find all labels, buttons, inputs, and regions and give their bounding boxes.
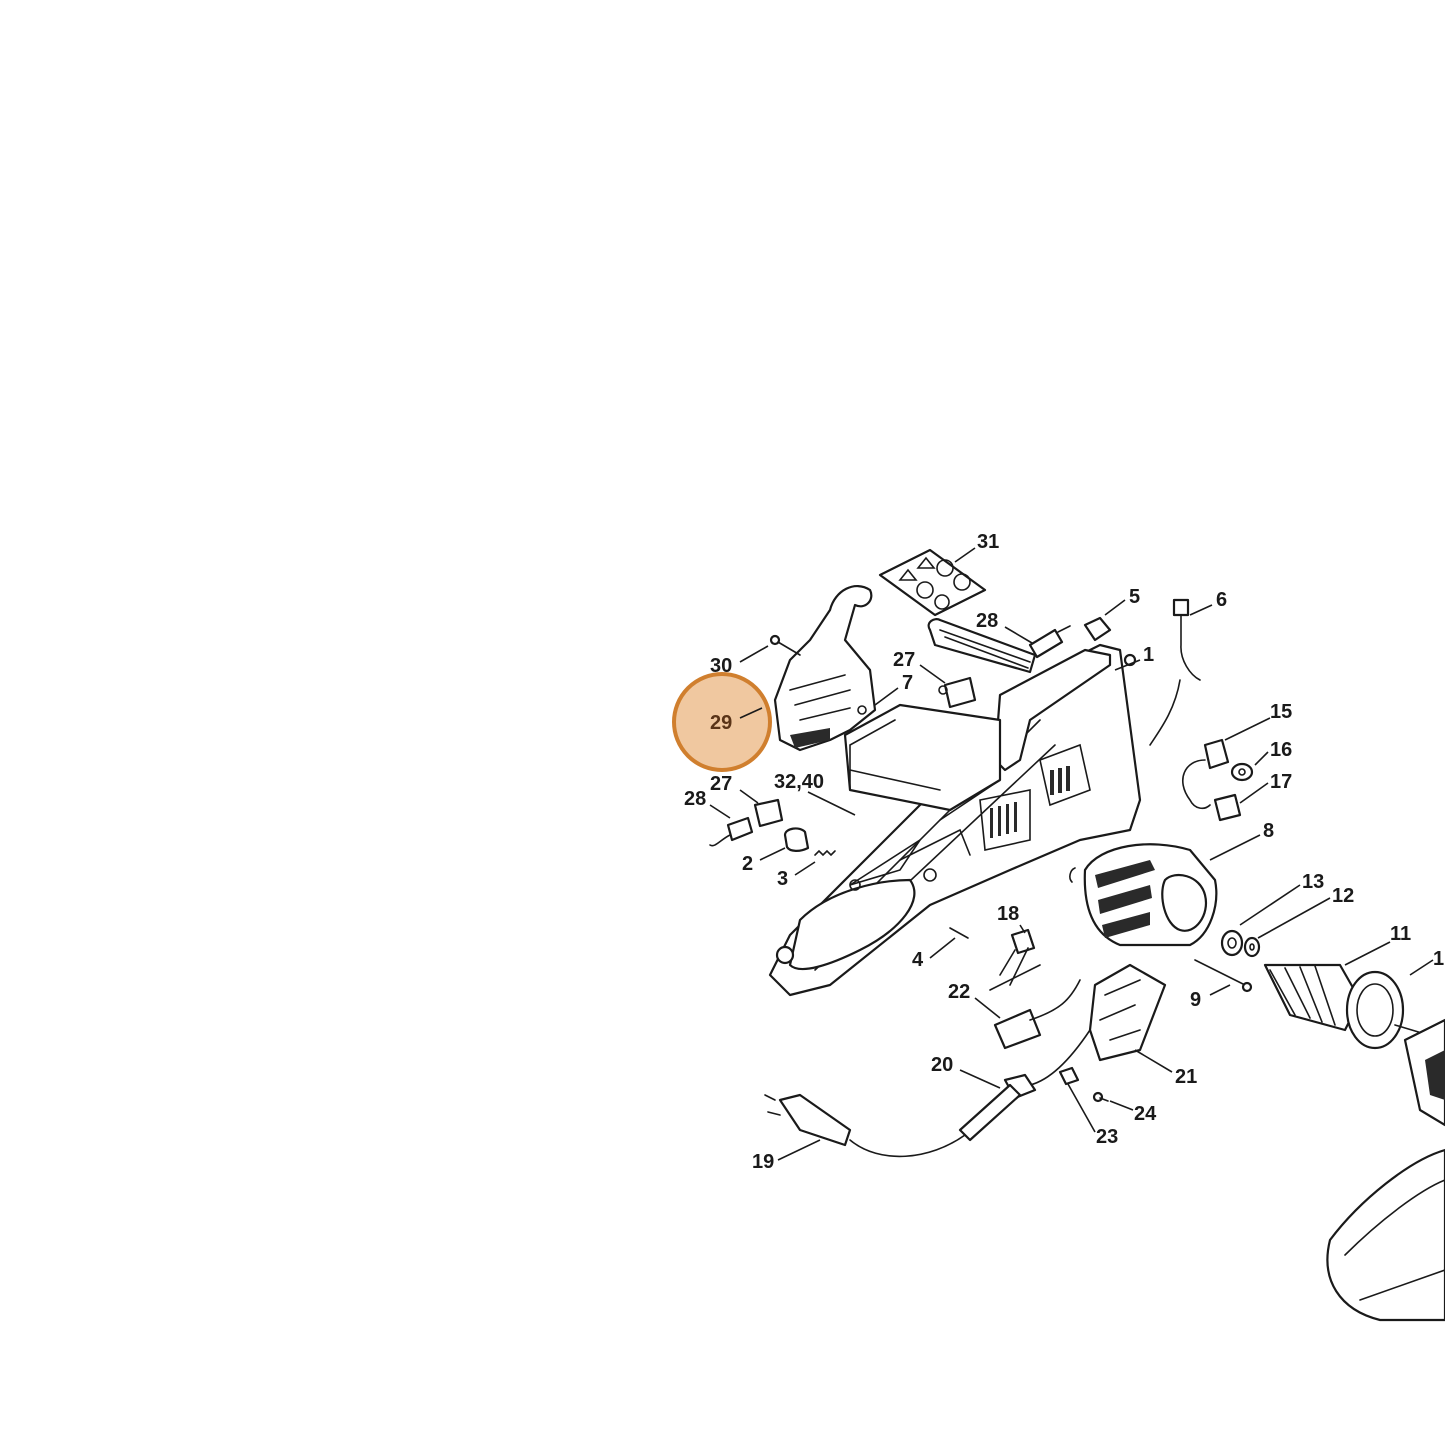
callout-28-top[interactable]: 28 (976, 610, 998, 632)
callout-2[interactable]: 2 (742, 853, 753, 875)
washer-part-16 (1230, 762, 1254, 782)
spring-part-3 (814, 849, 836, 857)
motor-cover-part (843, 703, 1002, 812)
callout-4[interactable]: 4 (912, 949, 924, 971)
callout-23[interactable]: 23 (1096, 1126, 1118, 1148)
stator-part-8 (1069, 843, 1218, 947)
callout-27-top[interactable]: 27 (893, 649, 915, 671)
callout-3[interactable]: 3 (777, 868, 788, 890)
armature-part-11 (1263, 963, 1445, 1050)
callout-32-40[interactable]: 32,40 (774, 771, 824, 793)
callout-29-highlight[interactable] (672, 672, 772, 772)
power-cord-part-19 (764, 1029, 1091, 1158)
gear-cover-partial (1403, 1018, 1445, 1127)
callout-11[interactable]: 11 (1390, 923, 1411, 945)
bushing-part-2 (783, 827, 810, 852)
cap-part (1083, 616, 1112, 642)
leader-lines (709, 547, 1434, 1161)
callout-15[interactable]: 15 (1270, 701, 1292, 723)
switch-assembly-part-21 (1088, 963, 1167, 1062)
brush-holder-part-lower (753, 798, 784, 828)
connector-part-22 (993, 979, 1081, 1050)
sprocket-cover-partial (1326, 1148, 1445, 1322)
rear-handle-part (773, 584, 877, 752)
callout-7[interactable]: 7 (902, 672, 913, 694)
callout-5[interactable]: 5 (1129, 586, 1140, 608)
callout-21[interactable]: 21 (1175, 1066, 1197, 1088)
cable-part (1149, 598, 1201, 746)
brush-part-top (1028, 625, 1071, 659)
callout-12[interactable]: 12 (1332, 885, 1354, 907)
brush-part-lower (709, 816, 754, 847)
callout-31[interactable]: 31 (977, 531, 999, 553)
switch-part-17 (1213, 793, 1242, 822)
callout-18[interactable]: 18 (997, 903, 1019, 925)
callout-8[interactable]: 8 (1263, 820, 1274, 842)
callout-6[interactable]: 6 (1216, 589, 1227, 611)
callout-19[interactable]: 19 (752, 1151, 774, 1173)
brush-holder-part-top (938, 676, 977, 709)
callout-1[interactable]: 1 (1143, 644, 1154, 666)
pin-part-4 (949, 927, 969, 939)
callout-16[interactable]: 16 (1270, 739, 1292, 761)
callout-labels: 31 5 6 28 1 30 27 7 29 15 16 17 27 32,40… (684, 531, 1444, 1173)
bolt-part-9 (1194, 959, 1253, 993)
callout-22[interactable]: 22 (948, 981, 970, 1003)
top-handle-part (927, 618, 1112, 772)
callout-24[interactable]: 24 (1134, 1103, 1157, 1125)
callout-20[interactable]: 20 (931, 1054, 953, 1076)
switch-part-15 (1181, 738, 1230, 810)
callout-30[interactable]: 30 (710, 655, 732, 677)
ring-part-7 (857, 705, 867, 715)
housing-part (768, 643, 1142, 997)
warning-label-sheet (878, 548, 987, 617)
washer-part-12 (1243, 936, 1261, 958)
terminal-part-18 (989, 928, 1041, 991)
callout-17[interactable]: 17 (1270, 771, 1292, 793)
callout-13[interactable]: 13 (1302, 871, 1324, 893)
screw-part-24 (1092, 1091, 1109, 1103)
callout-27-lower[interactable]: 27 (710, 773, 732, 795)
callout-28-lower[interactable]: 28 (684, 788, 706, 810)
callout-9[interactable]: 9 (1190, 989, 1201, 1011)
clamp-part-23 (1058, 1066, 1080, 1086)
screw-part-30 (769, 634, 801, 656)
bearing-part-13 (1220, 929, 1244, 957)
callout-29[interactable]: 29 (710, 712, 732, 734)
callout-1-edge[interactable]: 1 (1433, 948, 1444, 970)
